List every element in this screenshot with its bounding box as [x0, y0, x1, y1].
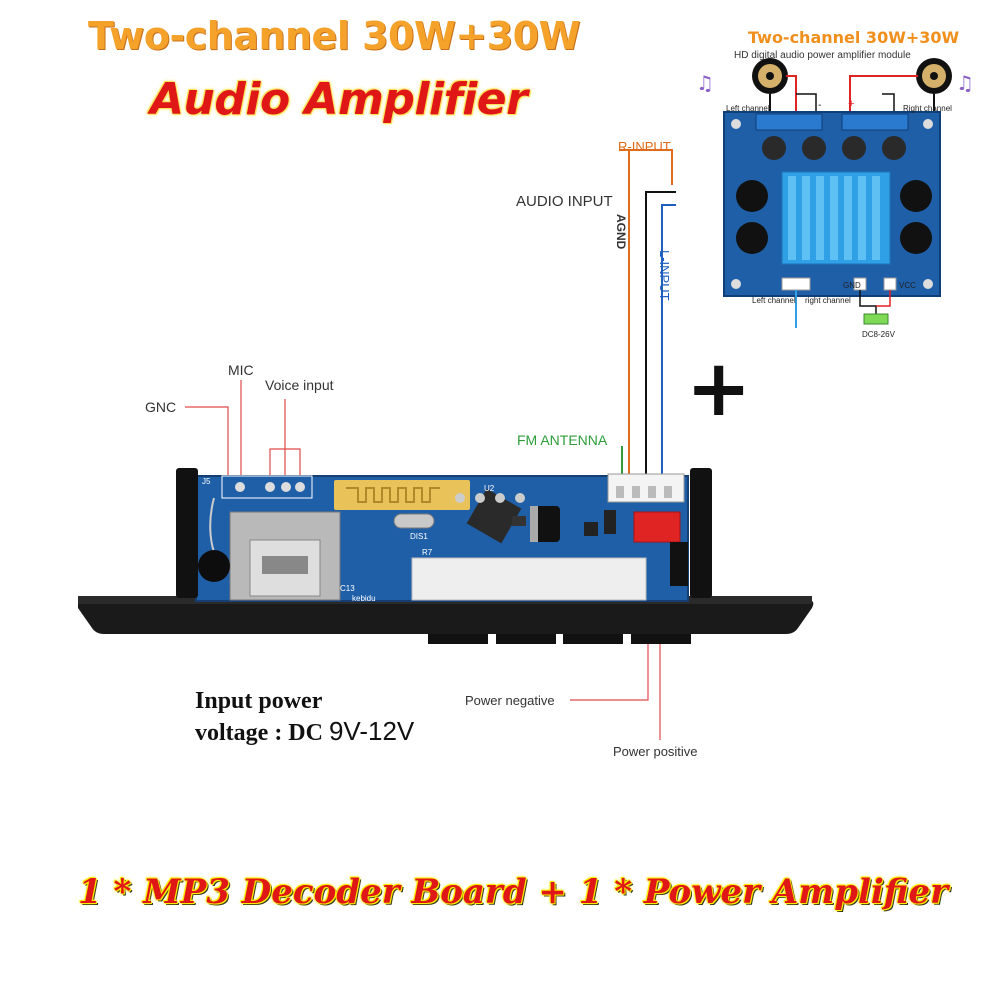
agnd-label: AGND [614, 214, 628, 250]
voice-input-callout-line [269, 399, 286, 484]
amp-board-right-channel: right channel [805, 296, 851, 305]
right-speaker-icon [916, 58, 952, 94]
mic-label: MIC [228, 362, 254, 378]
input-power-value: 9V-12V [328, 716, 415, 746]
amp-right-channel-label: Right channel [903, 104, 952, 113]
input-power-line2: voltage : DC [195, 720, 323, 746]
music-note-right-icon: ♫ [956, 71, 974, 95]
gnc-callout-line [185, 406, 229, 484]
fm-antenna-label: FM ANTENNA [517, 432, 608, 448]
amp-dc-range: DC8-26V [862, 330, 895, 339]
gnc-label: GNC [145, 399, 177, 415]
input-power-line1: Input power [195, 688, 323, 714]
battery-icon [863, 313, 889, 325]
r-input-wire [619, 149, 673, 185]
amp-left-channel-label: Left channel [726, 104, 770, 113]
input-power-text: Input power voltage : DC 9V-12V [195, 686, 414, 748]
front-panel [78, 600, 814, 634]
power-negative-label: Power negative [465, 693, 555, 708]
amp-subtitle: HD digital audio power amplifier module [734, 50, 911, 61]
left-speaker-icon [752, 58, 788, 94]
bottom-banner: 1 * MP3 Decoder Board + 1 * Power Amplif… [78, 872, 949, 912]
amplifier-illustration: ♫ ♫ [696, 58, 974, 328]
voice-input-label: Voice input [265, 377, 334, 393]
plus-sign: + [686, 344, 752, 434]
amp-plus-right: + [848, 98, 855, 110]
agnd-wire [645, 191, 676, 488]
heading-line2: Audio Amplifier [150, 74, 528, 125]
pcb-dis1: DIS1 [410, 532, 428, 541]
pcb-j5: J5 [202, 477, 211, 486]
amp-title: Two-channel 30W+30W [748, 28, 960, 47]
amp-minus-left: - [818, 100, 822, 111]
amp-board-left-channel: Left channel [752, 296, 796, 305]
pcb-kebidu: kebidu [352, 594, 376, 603]
heading-line1: Two-channel 30W+30W [88, 14, 581, 58]
r-input-label: R-INPUT [618, 139, 671, 154]
music-note-left-icon: ♫ [696, 71, 714, 95]
pcb-u2: U2 [484, 484, 495, 493]
amp-gnd: GND [843, 281, 861, 290]
l-input-label: L-INPUT [657, 250, 672, 301]
audio-input-label: AUDIO INPUT [516, 193, 613, 210]
pcb-r7: R7 [422, 548, 433, 557]
amp-vcc: VCC [899, 281, 916, 290]
power-positive-label: Power positive [613, 744, 698, 759]
pcb-c13: C13 [340, 584, 355, 593]
l-input-wire [661, 204, 676, 488]
